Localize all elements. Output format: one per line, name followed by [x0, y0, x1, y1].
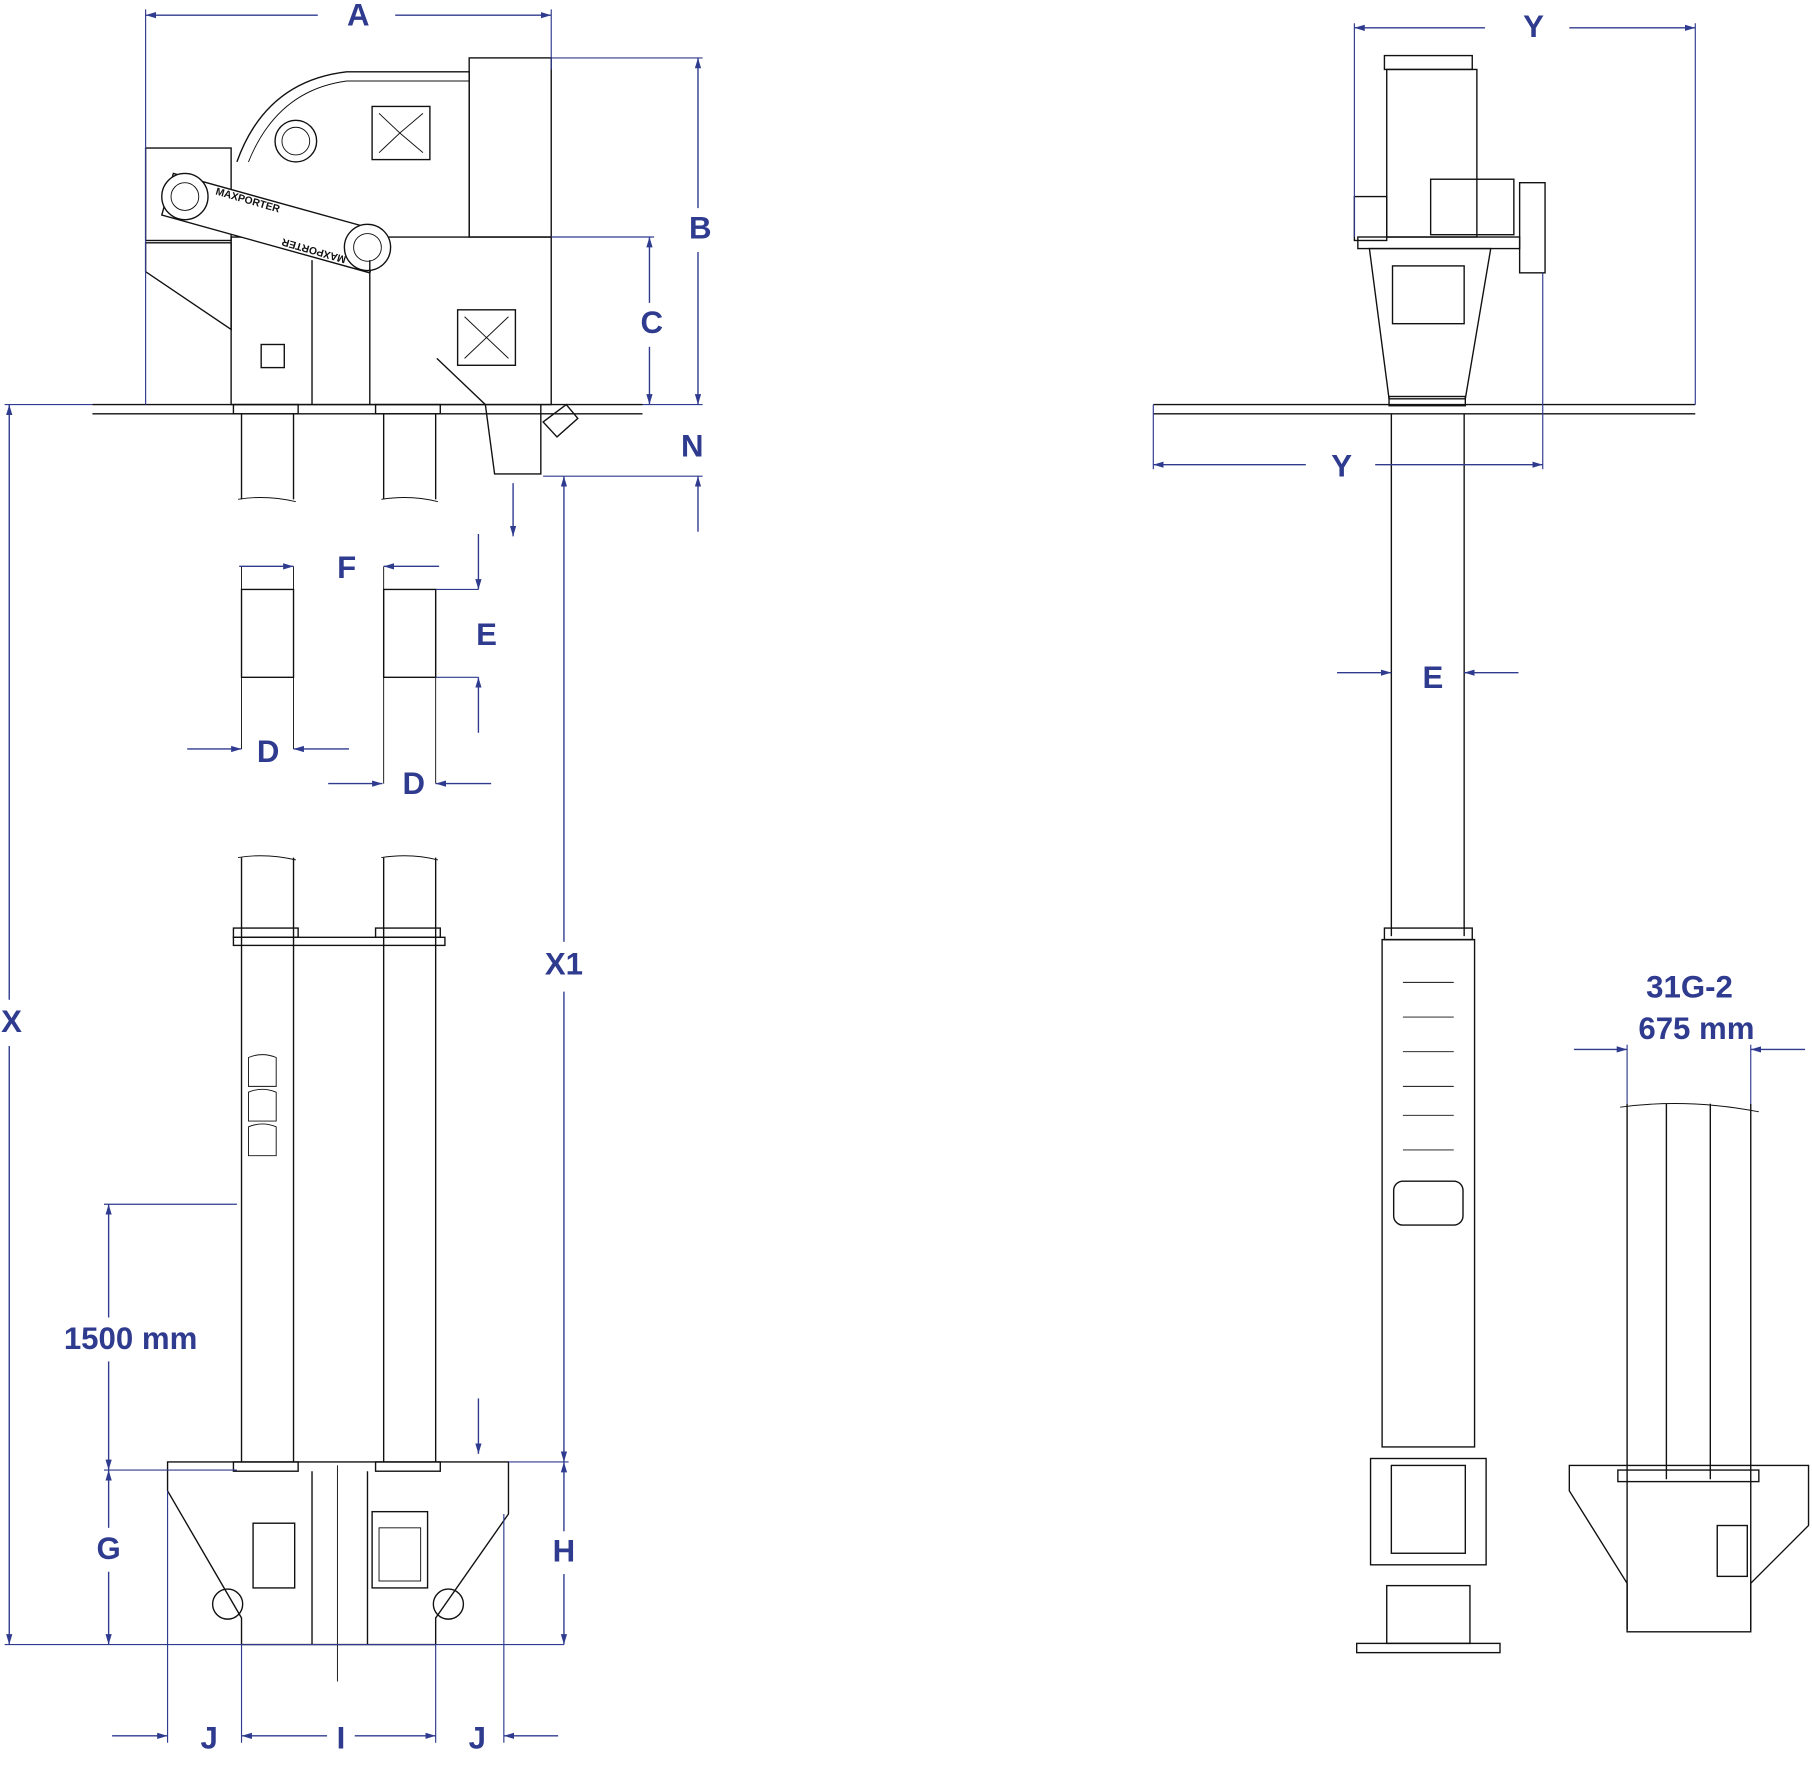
dim-label-d-1: D — [257, 734, 280, 769]
dim-label-d-2: D — [402, 766, 425, 801]
model-label: 31G-2 — [1646, 970, 1733, 1005]
dim-label-i: I — [337, 1721, 346, 1756]
dim-label-x: X — [1, 1004, 22, 1039]
dim-label-n: N — [681, 429, 704, 464]
dim-label-c: C — [640, 305, 663, 340]
dim-label-y-bottom: Y — [1331, 448, 1352, 483]
dim-label-1500mm: 1500 mm — [64, 1321, 198, 1356]
front-view — [1153, 54, 1696, 1654]
dim-label-h: H — [553, 1533, 576, 1568]
boot-section-side-view — [166, 855, 510, 1682]
drive-belt-guard: MAXPORTER MAXPORTER — [160, 172, 392, 274]
dim-label-a: A — [347, 0, 370, 33]
head-section-side-view: MAXPORTER MAXPORTER — [92, 57, 643, 503]
dim-label-e-left: E — [476, 617, 497, 652]
dim-label-y-top: Y — [1523, 9, 1544, 44]
dim-label-b: B — [689, 210, 712, 245]
dim-label-f: F — [337, 550, 356, 585]
dim-label-675mm: 675 mm — [1638, 1011, 1754, 1046]
dim-label-j-right: J — [469, 1721, 486, 1756]
dim-label-e-right: E — [1423, 660, 1444, 695]
dimension-labels: A B C N F E D D X X1 1500 mm G H J I J Y… — [1, 0, 1754, 1756]
dimension-lines — [4, 9, 1806, 1743]
dim-label-g: G — [96, 1531, 120, 1566]
dim-label-x1: X1 — [545, 946, 583, 981]
dim-label-j-left: J — [200, 1721, 217, 1756]
detail-view-31g2 — [1568, 1103, 1810, 1633]
